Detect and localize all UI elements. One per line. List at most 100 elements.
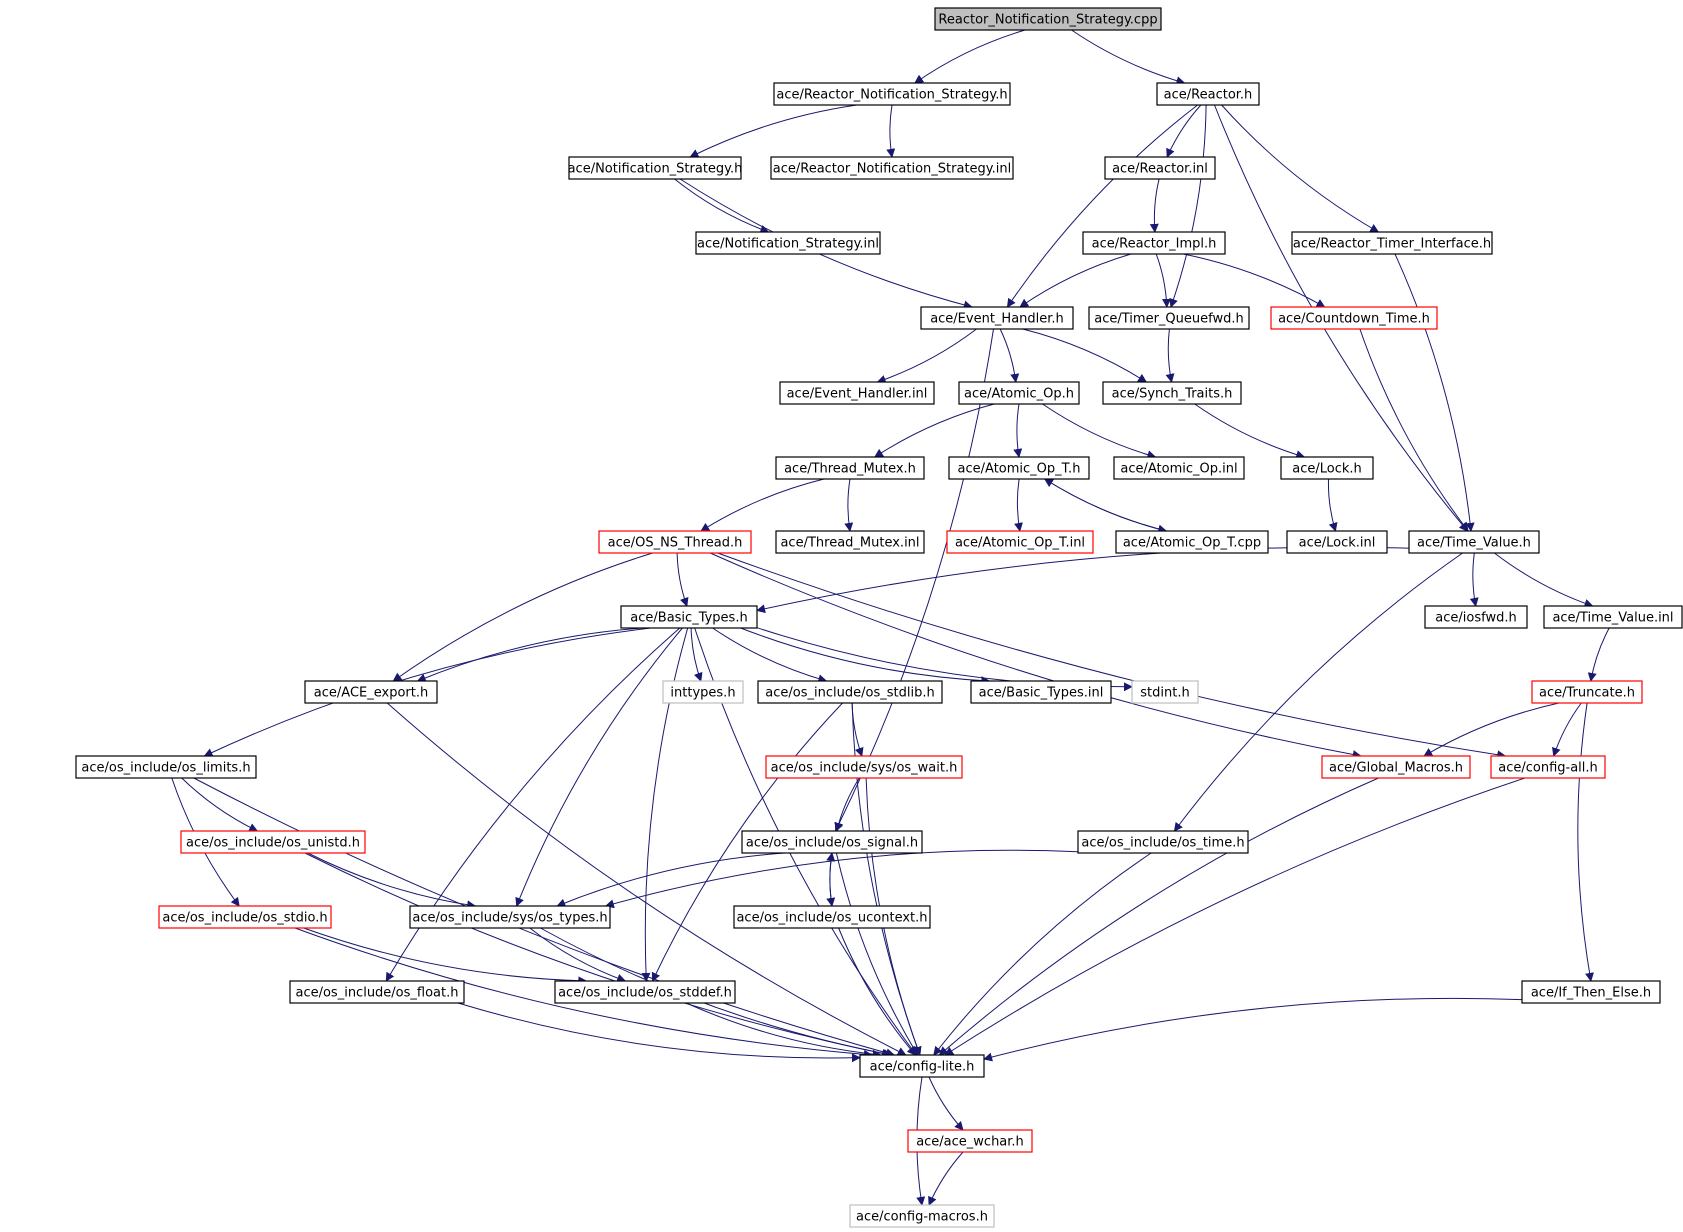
- node-n0[interactable]: Reactor_Notification_Strategy.cpp: [934, 7, 1162, 31]
- node-box: [1286, 530, 1388, 554]
- node-n37[interactable]: ace/config-all.h: [1490, 755, 1606, 779]
- node-n2[interactable]: ace/Reactor.h: [1156, 82, 1260, 106]
- edge-n22-to-n16: [1043, 478, 1167, 532]
- edge-n9-to-n12: [876, 328, 977, 384]
- node-n45[interactable]: ace/os_include/os_stddef.h: [554, 980, 736, 1004]
- edge-n7-to-n9: [1019, 253, 1132, 308]
- edge-n42-to-n45: [529, 927, 627, 983]
- node-label: ace/iosfwd.h: [1435, 611, 1516, 626]
- node-n41[interactable]: ace/os_include/os_stdio.h: [158, 905, 332, 929]
- node-n11[interactable]: ace/Countdown_Time.h: [1270, 306, 1438, 330]
- node-n25[interactable]: ace/Basic_Types.h: [620, 605, 758, 629]
- node-n24[interactable]: ace/Time_Value.h: [1408, 530, 1540, 554]
- edge-n48-to-n49: [928, 1151, 964, 1206]
- node-n48[interactable]: ace/ace_wchar.h: [907, 1129, 1033, 1153]
- node-box: [1113, 456, 1245, 480]
- node-n5[interactable]: ace/Reactor.inl: [1104, 156, 1216, 180]
- node-n16[interactable]: ace/Atomic_Op_T.h: [948, 456, 1090, 480]
- node-label: ace/os_include/os_signal.h: [746, 836, 918, 851]
- node-n27[interactable]: ace/Time_Value.inl: [1543, 605, 1683, 629]
- node-label: ace/Basic_Types.inl: [979, 686, 1104, 701]
- node-n13[interactable]: ace/Atomic_Op.h: [958, 381, 1080, 405]
- node-label: ace/Basic_Types.h: [630, 611, 747, 626]
- node-box: [1082, 231, 1226, 255]
- node-box: [733, 905, 931, 929]
- node-n18[interactable]: ace/Lock.h: [1280, 456, 1374, 480]
- node-label: ace/Notification_Strategy.h: [568, 162, 743, 177]
- node-box: [1104, 156, 1216, 180]
- edge-n25-to-n28: [416, 627, 643, 683]
- node-label: ace/Time_Value.h: [1417, 536, 1531, 551]
- edge-n13-to-n17: [1042, 403, 1157, 460]
- node-label: ace/os_include/os_stddef.h: [558, 986, 732, 1001]
- edge-n1-to-n4: [886, 104, 896, 158]
- node-n46[interactable]: ace/If_Then_Else.h: [1521, 980, 1661, 1004]
- node-n40[interactable]: ace/os_include/os_time.h: [1077, 830, 1249, 854]
- node-n12[interactable]: ace/Event_Handler.inl: [779, 381, 935, 405]
- node-label: ace/Thread_Mutex.inl: [780, 536, 919, 551]
- node-n42[interactable]: ace/os_include/sys/os_types.h: [409, 905, 611, 929]
- node-n39[interactable]: ace/os_include/os_signal.h: [741, 830, 923, 854]
- edge-n34-to-n38: [181, 777, 259, 832]
- node-label: ace/Atomic_Op_T.inl: [955, 536, 1085, 551]
- node-n1[interactable]: ace/Reactor_Notification_Strategy.h: [773, 82, 1011, 106]
- node-n10[interactable]: ace/Timer_Queuefwd.h: [1088, 306, 1250, 330]
- node-box: [775, 530, 925, 554]
- node-n21[interactable]: ace/Atomic_Op_T.inl: [946, 530, 1094, 554]
- node-box: [1077, 830, 1249, 854]
- edge-n16-to-n21: [1014, 478, 1023, 532]
- node-box: [409, 905, 611, 929]
- node-n26[interactable]: ace/iosfwd.h: [1424, 605, 1528, 629]
- node-n8[interactable]: ace/Reactor_Timer_Interface.h: [1291, 231, 1493, 255]
- node-label: ace/Lock.inl: [1299, 536, 1376, 551]
- node-label: ace/ace_wchar.h: [916, 1135, 1024, 1150]
- node-n38[interactable]: ace/os_include/os_unistd.h: [180, 830, 366, 854]
- node-n7[interactable]: ace/Reactor_Impl.h: [1082, 231, 1226, 255]
- node-box: [907, 1129, 1033, 1153]
- edge-n24-to-n25: [756, 546, 1410, 614]
- node-n30[interactable]: ace/os_include/os_stdlib.h: [757, 680, 943, 704]
- node-n28[interactable]: ace/ACE_export.h: [304, 680, 438, 704]
- node-n6[interactable]: ace/Notification_Strategy.inl: [695, 231, 881, 255]
- node-label: ace/os_include/os_ucontext.h: [736, 911, 927, 926]
- node-n33[interactable]: ace/Truncate.h: [1531, 680, 1643, 704]
- node-n34[interactable]: ace/os_include/os_limits.h: [75, 755, 257, 779]
- node-n44[interactable]: ace/os_include/os_float.h: [289, 980, 465, 1004]
- node-box: [779, 381, 935, 405]
- node-box: [765, 755, 963, 779]
- node-label: ace/Lock.h: [1292, 462, 1362, 477]
- node-n17[interactable]: ace/Atomic_Op.inl: [1113, 456, 1245, 480]
- node-layer: Reactor_Notification_Strategy.cpp ace/Rea…: [75, 7, 1683, 1228]
- node-box: [289, 980, 465, 1004]
- node-n22[interactable]: ace/Atomic_Op_T.cpp: [1115, 530, 1269, 554]
- node-box: [304, 680, 438, 704]
- edge-n19-to-n25: [676, 552, 689, 607]
- node-box: [1156, 82, 1260, 106]
- node-box: [1321, 755, 1471, 779]
- node-box: [620, 605, 758, 629]
- edge-n5-to-n7: [1149, 178, 1160, 233]
- node-n43[interactable]: ace/os_include/os_ucontext.h: [733, 905, 931, 929]
- node-n9[interactable]: ace/Event_Handler.h: [920, 306, 1074, 330]
- node-label: ace/Event_Handler.h: [930, 312, 1064, 327]
- node-n36[interactable]: ace/Global_Macros.h: [1321, 755, 1471, 779]
- node-label: ace/Reactor.h: [1164, 88, 1253, 103]
- node-n20[interactable]: ace/Thread_Mutex.inl: [775, 530, 925, 554]
- edge-n36-to-n47: [938, 777, 1379, 1056]
- node-n15[interactable]: ace/Thread_Mutex.h: [775, 456, 925, 480]
- node-label: ace/Reactor.inl: [1112, 162, 1208, 177]
- node-box: [158, 905, 332, 929]
- edge-n25-to-n34: [203, 627, 651, 757]
- node-n14[interactable]: ace/Synch_Traits.h: [1102, 381, 1242, 405]
- edge-n34-to-n47: [193, 777, 896, 1058]
- node-n3[interactable]: ace/Notification_Strategy.h: [568, 156, 743, 180]
- node-n35[interactable]: ace/os_include/sys/os_wait.h: [765, 755, 963, 779]
- node-label: ace/Notification_Strategy.inl: [697, 237, 879, 252]
- node-n32: stdint.h: [1131, 680, 1199, 704]
- node-n31[interactable]: ace/Basic_Types.inl: [970, 680, 1112, 704]
- node-n47[interactable]: ace/config-lite.h: [859, 1054, 985, 1078]
- node-n23[interactable]: ace/Lock.inl: [1286, 530, 1388, 554]
- node-n4[interactable]: ace/Reactor_Notification_Strategy.inl: [770, 156, 1014, 180]
- node-n19[interactable]: ace/OS_NS_Thread.h: [598, 530, 752, 554]
